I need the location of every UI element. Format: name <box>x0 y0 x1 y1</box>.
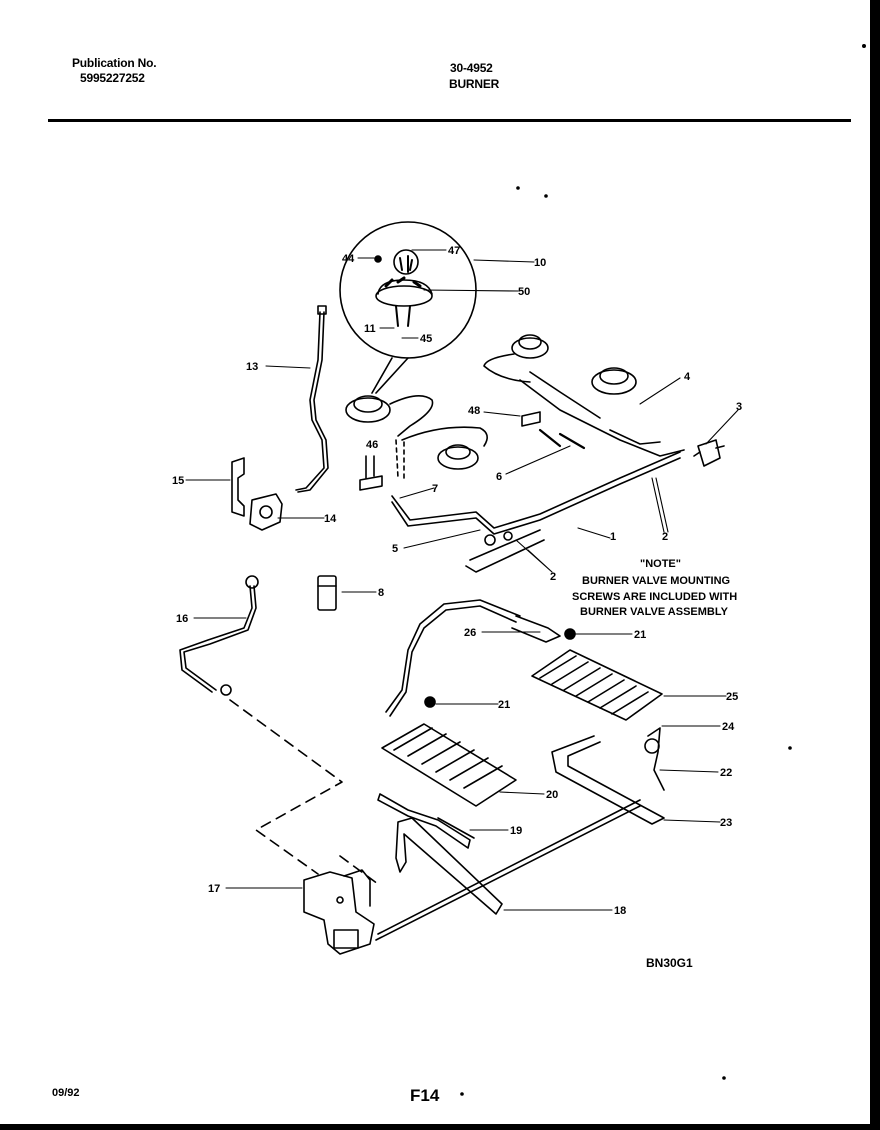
bracket-small <box>359 455 383 491</box>
dashed-connector <box>229 699 379 885</box>
bake-burner <box>375 799 641 941</box>
burner-right-rear <box>483 334 637 419</box>
note-block: "NOTE" BURNER VALVE MOUNTING SCREWS ARE … <box>572 558 737 618</box>
footer-page-number: F14 <box>410 1086 440 1105</box>
callout-label: 1 <box>610 531 616 543</box>
publication-label: Publication No. <box>72 56 157 70</box>
callout-label: 20 <box>546 789 558 801</box>
note-line: BURNER VALVE MOUNTING <box>582 575 730 587</box>
callout-label: 3 <box>736 401 742 413</box>
note-line: BURNER VALVE ASSEMBLY <box>580 606 729 618</box>
callout-label: 25 <box>726 691 738 703</box>
callout-label: 14 <box>324 513 337 525</box>
footer-date: 09/92 <box>52 1087 80 1099</box>
callout-label: 5 <box>392 543 398 555</box>
callout-label: 45 <box>420 333 432 345</box>
callout-label: 2 <box>550 571 556 583</box>
callout-labels: 1 2 2 3 4 5 6 7 8 10 11 13 14 15 16 17 1… <box>172 245 742 917</box>
callout-label: 48 <box>468 405 480 417</box>
oven-pilot-tube <box>385 599 561 717</box>
callout-label: 6 <box>496 471 502 483</box>
valve-switch <box>693 439 725 467</box>
callout-label: 19 <box>510 825 522 837</box>
callout-label: 11 <box>364 323 376 335</box>
burner-left-rear <box>345 395 434 437</box>
callout-label: 8 <box>378 587 384 599</box>
spark-module <box>317 575 337 611</box>
scan-border-right <box>870 0 880 1130</box>
callout-label: 13 <box>246 361 258 373</box>
callout-label: 22 <box>720 767 732 779</box>
callout-label: 15 <box>172 475 184 487</box>
screw-upper <box>564 628 576 640</box>
burner-detail-circle <box>339 221 477 394</box>
note-line: SCREWS ARE INCLUDED WITH <box>572 591 737 603</box>
clip-part <box>521 411 541 427</box>
broil-burner <box>551 727 665 825</box>
callout-label: 7 <box>432 483 438 495</box>
publication-number: 5995227252 <box>80 71 145 85</box>
callout-label: 18 <box>614 905 626 917</box>
manifold-pipe <box>391 379 685 573</box>
burner-valve <box>303 869 375 955</box>
callout-label: 26 <box>464 627 476 639</box>
callout-label: 10 <box>534 257 546 269</box>
header-rule <box>48 119 851 122</box>
callout-label: 2 <box>662 531 668 543</box>
burner-left-front <box>395 426 488 479</box>
electrode-tube <box>179 575 259 696</box>
broil-baffle <box>531 649 663 721</box>
callout-label: 50 <box>518 286 530 298</box>
callout-label: 21 <box>498 699 510 711</box>
callout-label: 16 <box>176 613 188 625</box>
screw-lower <box>424 696 436 708</box>
igniter-electrode <box>295 305 329 493</box>
spark-switch <box>249 493 283 531</box>
callout-label: 46 <box>366 439 378 451</box>
section-title: BURNER <box>449 77 500 91</box>
bake-igniter <box>377 793 475 849</box>
callout-label: 23 <box>720 817 732 829</box>
callout-label: 44 <box>342 253 355 265</box>
model-number: 30-4952 <box>450 61 493 75</box>
drawing-code: BN30G1 <box>646 956 693 970</box>
callout-label: 17 <box>208 883 220 895</box>
callout-label: 24 <box>722 721 735 733</box>
callout-label: 47 <box>448 245 460 257</box>
leader-lines <box>185 249 739 911</box>
note-heading: "NOTE" <box>640 558 681 570</box>
callout-label: 21 <box>634 629 646 641</box>
callout-label: 4 <box>684 371 691 383</box>
bracket-part <box>231 457 245 517</box>
scan-border-bottom <box>0 1124 880 1130</box>
bake-baffle <box>381 723 517 807</box>
